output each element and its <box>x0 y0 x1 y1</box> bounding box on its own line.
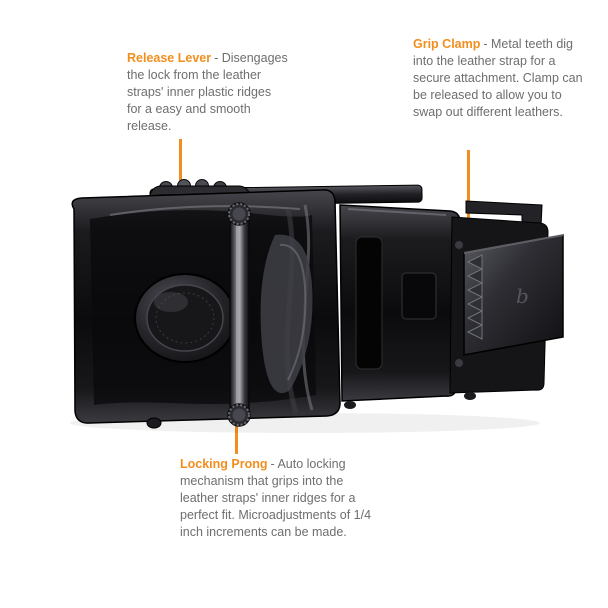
grip-clamp-callout-line <box>467 150 470 248</box>
locking-prong-part <box>227 202 251 427</box>
grip-clamp-description: - Metal teeth dig into the leather strap… <box>413 37 583 119</box>
locking-prong-title: Locking Prong <box>180 457 268 471</box>
release-lever-title: Release Lever <box>127 51 212 65</box>
locking-prong-callout-line <box>235 410 238 454</box>
grip-clamp-part: b <box>449 200 564 394</box>
buckle-right-frame <box>339 204 461 402</box>
grip-clamp-title: Grip Clamp <box>413 37 481 51</box>
clamp-teeth <box>466 254 484 340</box>
grip-clamp-annotation: Grip Clamp- Metal teeth dig into the lea… <box>413 36 583 121</box>
buckle-feet <box>146 392 476 429</box>
locking-prong-annotation: Locking Prong- Auto locking mechanism th… <box>180 456 378 541</box>
locking-prong-description: - Auto locking mechanism that grips into… <box>180 457 372 539</box>
release-lever-description: - Disengages the lock from the leather s… <box>127 51 288 133</box>
buckle-photo: b <box>70 179 564 433</box>
medallion <box>134 273 236 363</box>
release-lever-callout-line <box>179 139 182 189</box>
release-lever-annotation: Release Lever- Disengages the lock from … <box>127 50 289 135</box>
brand-logo: b <box>516 284 529 308</box>
